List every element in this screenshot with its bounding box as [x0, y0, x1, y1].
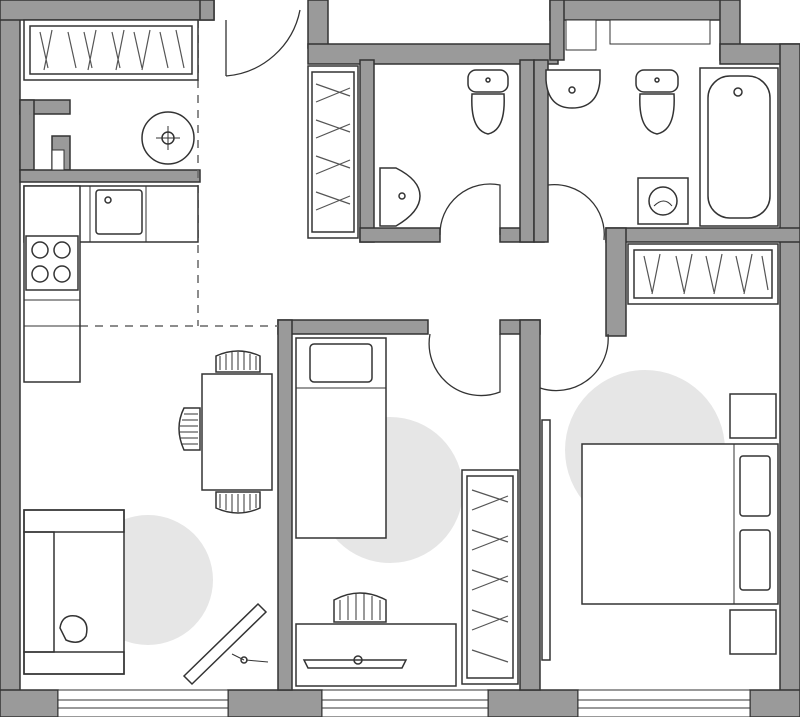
doors: [225, 9, 609, 397]
toilet-sink: [379, 167, 421, 227]
bathtub: [699, 67, 779, 227]
double-bed: [581, 443, 779, 605]
washing-machine: [637, 177, 689, 225]
desk: [295, 623, 457, 687]
dining-table: [201, 373, 273, 491]
dining-chair-bottom: [215, 491, 261, 514]
wall-shelf: [541, 419, 551, 661]
nightstand-bottom: [729, 609, 777, 655]
small-bedroom-wardrobe: [461, 469, 519, 685]
round-table: [141, 111, 195, 165]
desk-chair: [333, 592, 387, 623]
kitchen-sink: [95, 189, 143, 235]
dining-chair-top: [215, 350, 261, 373]
hall-wardrobe-vertical: [307, 65, 359, 239]
tv: [182, 602, 269, 686]
bath-toilet: [635, 69, 679, 135]
dining-chair-left: [178, 407, 201, 451]
hall-wardrobe-top: [23, 19, 199, 81]
bedroom-wardrobe-top: [627, 243, 779, 305]
toilet-wc: [467, 69, 509, 135]
single-bed: [295, 337, 387, 539]
windows: [57, 689, 751, 717]
bath-sink: [545, 69, 601, 109]
stove: [25, 235, 79, 291]
sofa: [23, 509, 125, 675]
nightstand-top: [729, 393, 777, 439]
